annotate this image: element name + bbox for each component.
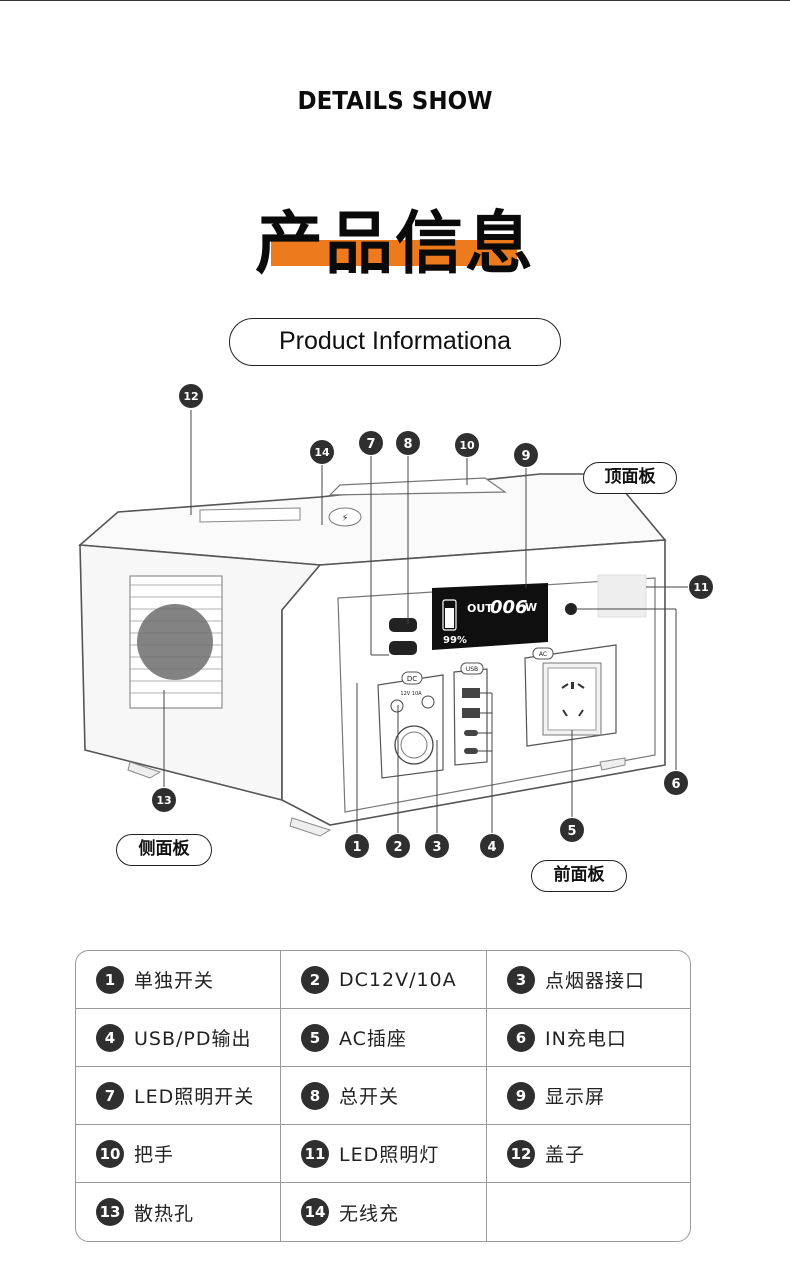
front-panel-label: 前面板 [531, 860, 627, 892]
table-cell: 4 USB/PD输出 [76, 1009, 281, 1067]
subtitle-pill: Product Informationa [229, 318, 561, 366]
item-number-badge: 13 [96, 1198, 124, 1226]
product-diagram: ⚡ OUT 006 W 99% DC 12V 10A USB AC [78, 384, 713, 858]
side-panel-label: 侧面板 [116, 834, 212, 866]
title-block: 产品信息 [0, 188, 790, 284]
display-out-label: OUT [467, 602, 493, 615]
svg-text:⚡: ⚡ [341, 513, 348, 524]
title-highlight-bar [271, 240, 517, 266]
table-cell: 3 点烟器接口 [487, 951, 690, 1009]
callout-12: 12 [179, 384, 203, 408]
ac-label: AC [539, 651, 547, 658]
svg-text:2: 2 [393, 840, 402, 855]
display-unit: W [525, 601, 537, 614]
top-divider [0, 0, 790, 1]
callout-4: 4 [480, 834, 504, 858]
svg-text:1: 1 [352, 840, 361, 855]
table-cell: 12 盖子 [487, 1125, 690, 1183]
item-label: 散热孔 [134, 1202, 195, 1225]
svg-text:13: 13 [156, 794, 171, 807]
dc-label: DC [407, 675, 417, 683]
item-number-badge: 5 [301, 1023, 329, 1052]
item-label: 把手 [134, 1144, 175, 1166]
svg-text:10: 10 [459, 439, 475, 452]
svg-text:3: 3 [432, 840, 441, 855]
item-number-badge: 7 [96, 1081, 124, 1110]
item-label: 总开关 [339, 1086, 400, 1108]
svg-text:14: 14 [314, 446, 330, 459]
item-number-badge: 11 [301, 1139, 329, 1168]
callout-9: 9 [514, 443, 538, 467]
svg-text:8: 8 [403, 437, 412, 452]
item-label: 显示屏 [545, 1086, 606, 1108]
table-cell: 2 DC12V/10A [281, 951, 487, 1009]
item-label: USB/PD输出 [134, 1028, 252, 1050]
item-number-badge: 6 [507, 1023, 535, 1052]
svg-text:12: 12 [183, 390, 198, 403]
callout-14: 14 [310, 440, 334, 464]
item-number-badge: 8 [301, 1081, 329, 1110]
table-cell: 7 LED照明开关 [76, 1067, 281, 1125]
page-title: 产品信息 [254, 205, 535, 284]
display-battery: 99% [443, 635, 467, 646]
table-cell: 9 显示屏 [487, 1067, 690, 1125]
item-number-badge: 4 [96, 1023, 124, 1052]
callout-13: 13 [152, 788, 176, 812]
callout-8: 8 [396, 431, 420, 455]
item-label: 点烟器接口 [545, 970, 646, 992]
item-label: 单独开关 [134, 970, 215, 992]
table-cell: 10 把手 [76, 1125, 281, 1183]
item-number-badge: 1 [96, 965, 124, 994]
table-cell: 8 总开关 [281, 1067, 487, 1125]
item-number-badge: 3 [507, 965, 535, 994]
item-label: IN充电口 [545, 1028, 627, 1050]
svg-text:7: 7 [366, 437, 375, 452]
item-number-badge: 12 [507, 1139, 535, 1168]
item-label: LED照明灯 [339, 1144, 440, 1166]
details-show-heading: DETAILS SHOW [297, 86, 493, 115]
table-cell: 6 IN充电口 [487, 1009, 690, 1067]
item-number-badge: 9 [507, 1081, 535, 1110]
table-cell: 14 无线充 [281, 1183, 487, 1241]
table-cell: 11 LED照明灯 [281, 1125, 487, 1183]
callout-5: 5 [560, 818, 584, 842]
table-cell-empty [487, 1183, 690, 1241]
item-label: 盖子 [545, 1144, 586, 1166]
svg-text:5: 5 [567, 824, 576, 839]
dc-spec-label: 12V 10A [400, 691, 422, 697]
table-cell: 5 AC插座 [281, 1009, 487, 1067]
item-label: 无线充 [339, 1202, 400, 1225]
item-number-badge: 10 [96, 1139, 124, 1168]
usb-label: USB [466, 666, 478, 673]
table-cell: 13 散热孔 [76, 1183, 281, 1241]
callout-7: 7 [359, 431, 383, 455]
item-number-badge: 2 [301, 965, 329, 994]
callout-1: 1 [345, 834, 369, 858]
callout-10: 10 [455, 433, 479, 457]
item-number-badge: 14 [301, 1198, 329, 1226]
callout-6: 6 [664, 771, 688, 795]
item-label: DC12V/10A [339, 968, 457, 991]
table-cell: 1 单独开关 [76, 951, 281, 1009]
svg-text:4: 4 [487, 840, 496, 855]
callout-3: 3 [425, 834, 449, 858]
svg-text:6: 6 [671, 777, 680, 792]
svg-text:9: 9 [521, 449, 530, 464]
item-label: AC插座 [339, 1028, 407, 1050]
display-watts: 006 [490, 597, 528, 618]
item-label: LED照明开关 [134, 1086, 255, 1108]
callout-11: 11 [689, 575, 713, 599]
top-panel-label: 顶面板 [583, 462, 677, 494]
svg-text:11: 11 [693, 581, 708, 594]
callout-2: 2 [386, 834, 410, 858]
